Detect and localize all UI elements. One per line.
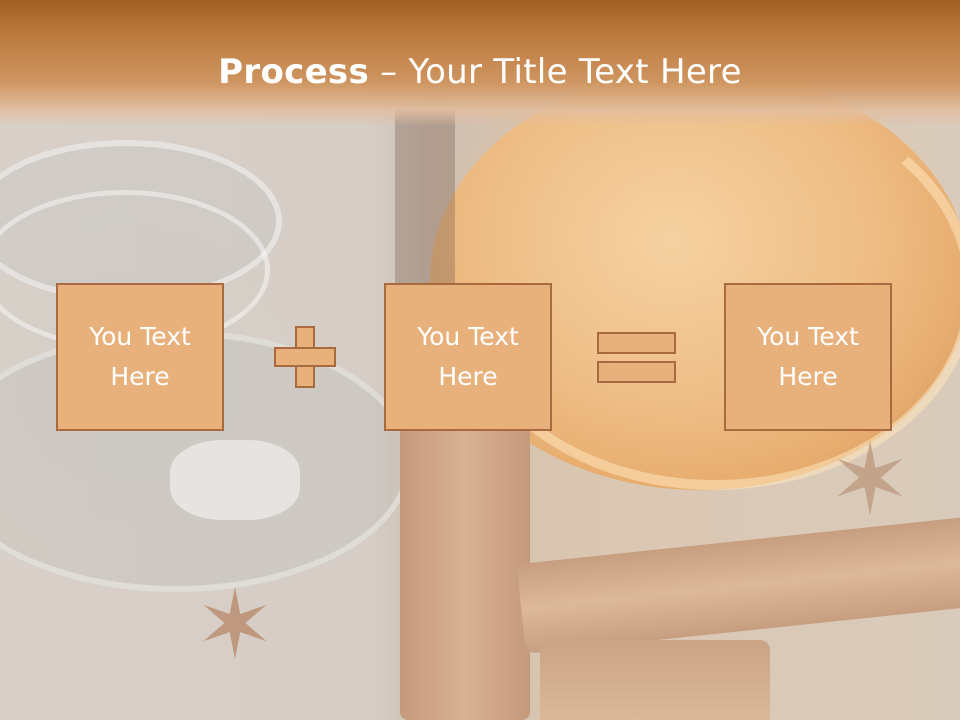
- process-box-result[interactable]: You Text Here: [724, 283, 892, 431]
- cinnamon-stick-vertical: [400, 420, 530, 720]
- process-box-2-label: You Text Here: [417, 322, 519, 391]
- title-rest: – Your Title Text Here: [369, 52, 742, 92]
- process-box-1-label: You Text Here: [89, 322, 191, 391]
- orange-rind: [455, 90, 960, 490]
- plus-sign-icon: [274, 326, 336, 388]
- equals-bottom-bar-icon: [597, 361, 676, 383]
- process-box-2[interactable]: You Text Here: [384, 283, 552, 431]
- equals-top-bar-icon: [597, 332, 676, 354]
- star-anise-right: ✶: [828, 421, 912, 538]
- plus-center: [297, 349, 313, 365]
- process-box-result-label: You Text Here: [757, 322, 859, 391]
- cinnamon-stick-bottom: [540, 640, 770, 720]
- title-banner: Process – Your Title Text Here: [0, 0, 960, 126]
- background-shadow: [395, 110, 455, 300]
- slide-title: Process – Your Title Text Here: [0, 52, 960, 92]
- process-box-1[interactable]: You Text Here: [56, 283, 224, 431]
- title-bold: Process: [218, 52, 370, 92]
- glass-highlight: [170, 440, 300, 520]
- star-anise-left: ✶: [194, 569, 276, 681]
